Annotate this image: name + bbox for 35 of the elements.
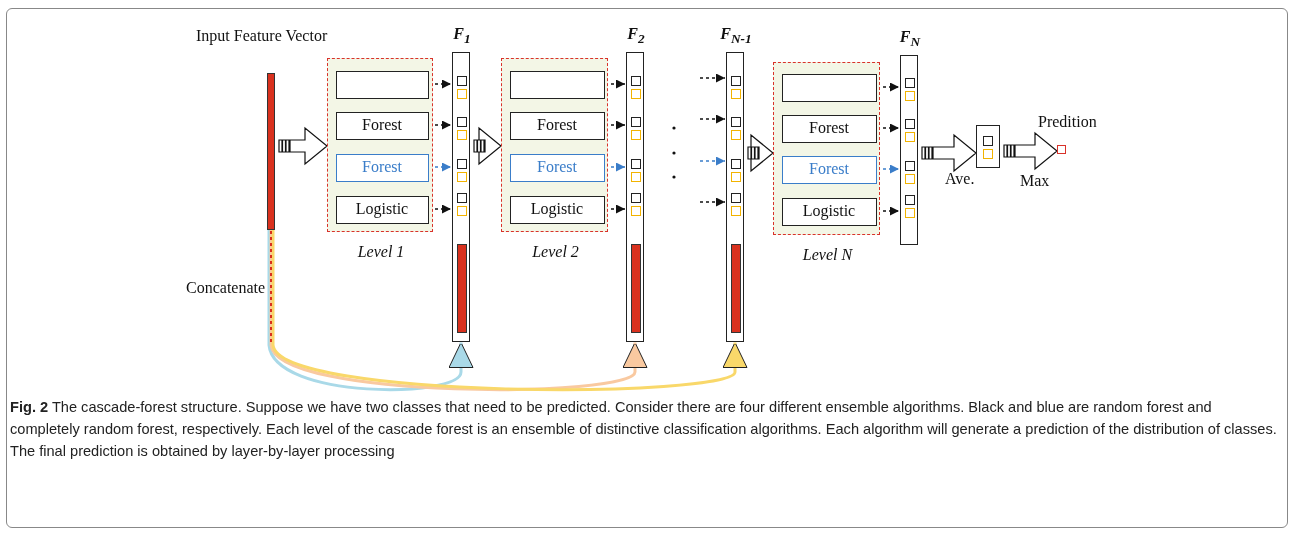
classifier-box: [336, 154, 429, 182]
classifier-box: [782, 156, 877, 184]
prediction-label: Predition: [1038, 113, 1097, 131]
classifier-label: Forest: [808, 160, 850, 178]
classifier-box: [782, 115, 877, 143]
classifier-label: Forest: [361, 116, 403, 134]
classifier-label: Logistic: [801, 202, 857, 220]
classifier-box: [336, 196, 429, 224]
average-vector: [976, 125, 1000, 168]
classifier-box: [510, 154, 605, 182]
feature-label: F$_{N}$: [898, 28, 922, 51]
input-vector-bar: [267, 73, 275, 230]
figure-caption: Fig. 2 The cascade-forest structure. Suppose we have two classes that need to be predicted. Consider there are four different ensemble algorithms. Black and blue are random forest and completely random forest, respectively. Each level of the cascade forest is an ensemble of distinctive classification algorithms. Each algorithm will generate a prediction of the distribution of classes. The final prediction is obtained by layer-by-layer processing: [10, 398, 1278, 461]
classifier-box: [336, 112, 429, 140]
classifier-box: [510, 71, 605, 99]
classifier-box: [510, 196, 605, 224]
level-label: Level N: [801, 246, 854, 264]
classifier-label: Forest: [361, 158, 403, 176]
feature-label: F$_{2}$: [626, 25, 646, 48]
classifier-label: Logistic: [354, 200, 410, 218]
edge-label: Max: [1020, 172, 1050, 190]
classifier-box: [510, 112, 605, 140]
annotation-label: Input Feature Vector: [196, 27, 328, 45]
feature-label: F$_{N-1}$: [719, 25, 753, 48]
classifier-box: [782, 74, 877, 102]
edge-label: Ave.: [945, 170, 975, 188]
classifier-box: [336, 71, 429, 99]
classifier-label: Forest: [808, 119, 850, 137]
level-label: Level 1: [356, 243, 406, 261]
feature-label: F$_{1}$: [452, 25, 472, 48]
classifier-label: Forest: [536, 158, 578, 176]
level-label: Level 2: [531, 243, 580, 261]
classifier-box: [782, 198, 877, 226]
classifier-label: Forest: [536, 116, 578, 134]
classifier-label: Logistic: [529, 200, 585, 218]
